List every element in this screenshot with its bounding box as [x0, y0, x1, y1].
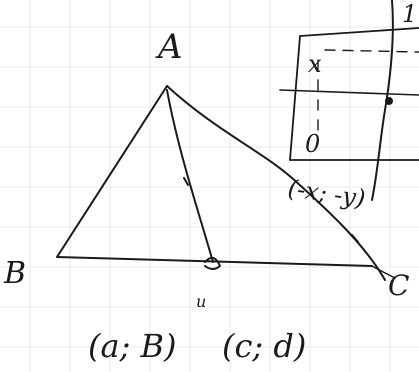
corner-mark: 1 [402, 0, 417, 28]
inset-top-edge [299, 27, 419, 37]
inset-point [385, 97, 393, 105]
median-tick [183, 177, 189, 186]
inset-label-origin: 0 [305, 130, 320, 158]
inset-label-x: x [308, 50, 322, 78]
inset-left-edge [289, 35, 301, 161]
inset-diagram: x 0 (-x; -y) 1 [279, 0, 419, 213]
side-tick [351, 234, 359, 243]
inset-dashed-line [324, 49, 419, 53]
label-vertex-c: C [388, 269, 409, 302]
median-foot-mark [204, 256, 221, 270]
coords-right-label: (c; d) [222, 327, 306, 365]
coords-left-label: (a; B) [88, 327, 177, 365]
median-line [166, 89, 214, 263]
base-extension [371, 265, 396, 279]
inset-horizontal-axis [279, 89, 419, 96]
triangle-right-side [166, 85, 386, 281]
triangle-left-and-base [56, 85, 373, 267]
inset-coords-label: (-x; -y) [286, 174, 367, 213]
label-vertex-b: B [3, 256, 26, 291]
inset-curve [371, 0, 394, 201]
foot-label: u [196, 292, 206, 311]
label-vertex-a: A [155, 27, 183, 67]
